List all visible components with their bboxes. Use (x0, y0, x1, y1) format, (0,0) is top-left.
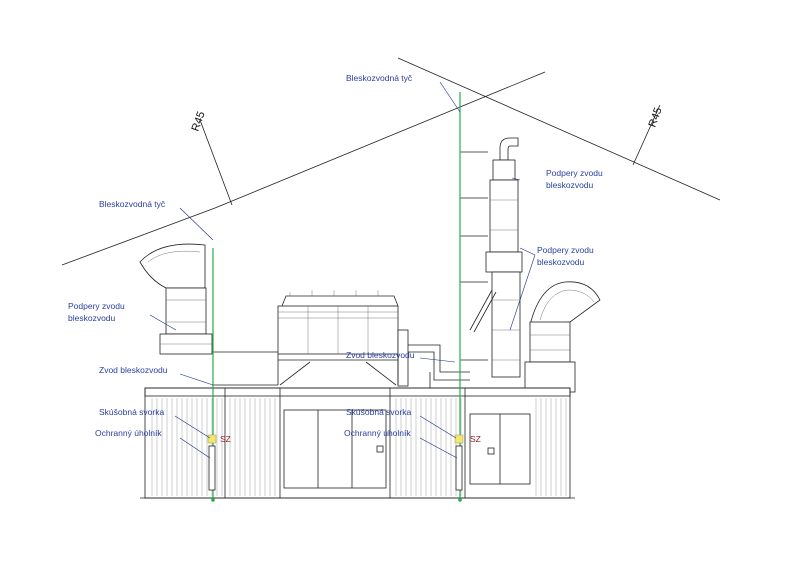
annotation-leaders (149, 81, 536, 459)
label-downconductor-center: Zvod bleskozvodu (346, 350, 415, 360)
central-stack-pipe (491, 271, 521, 378)
label-rod-left: Bleskozvodná tyč (99, 199, 166, 209)
guard-angle-left (208, 445, 216, 491)
right-stack-silencer (529, 321, 571, 363)
label-test-clamp-center: Skúšobná svorka (346, 407, 411, 417)
protection-zone-lines (61, 57, 721, 266)
label-supports-right-mid-2: bleskozvodu (537, 257, 585, 267)
central-stack-cap (499, 137, 519, 161)
right-stack-elbow (529, 281, 601, 326)
protection-line-left-outer (61, 207, 216, 266)
label-sz-left: SZ (220, 434, 231, 444)
label-downconductor-left: Zvod bleskozvodu (99, 365, 168, 375)
label-test-clamp-left: Skúšobná svorka (99, 407, 164, 417)
protection-line-left-inner (214, 71, 546, 209)
central-stack (469, 137, 523, 378)
guard-angle-center (455, 445, 463, 491)
left-stack-elbow (139, 243, 206, 289)
right-exhaust-stack (524, 281, 601, 393)
right-stack-base (524, 361, 576, 393)
label-rod-top: Bleskozvodná tyč (346, 73, 413, 83)
radius-leader-right (632, 104, 661, 166)
label-supports-left-1: Podpery zvodu (68, 301, 125, 311)
roof-cooler (277, 290, 470, 395)
radius-label-right: R45 (647, 106, 665, 129)
label-guard-center: Ochranný úholník (344, 428, 411, 438)
container-block (140, 387, 575, 499)
label-supports-right-mid-1: Podpery zvodu (537, 245, 594, 255)
label-supports-right-top-1: Podpery zvodu (546, 168, 603, 178)
central-stack-silencer (489, 179, 519, 253)
label-guard-left: Ochranný úholník (95, 428, 162, 438)
radius-label-left: R45 (190, 110, 208, 133)
test-clamp-left (207, 434, 217, 444)
test-clamp-center (454, 434, 464, 444)
label-supports-right-top-2: bleskozvodu (546, 180, 594, 190)
container-corrugation (151, 398, 567, 496)
label-sz-right: SZ (470, 434, 481, 444)
left-stack-silencer (165, 287, 207, 335)
protection-line-right (397, 57, 721, 201)
container-door-center (283, 409, 387, 489)
left-exhaust-stack (139, 243, 278, 386)
lightning-mast (459, 92, 488, 395)
radius-leader-left (199, 119, 233, 206)
label-supports-left-2: bleskozvodu (68, 313, 116, 323)
